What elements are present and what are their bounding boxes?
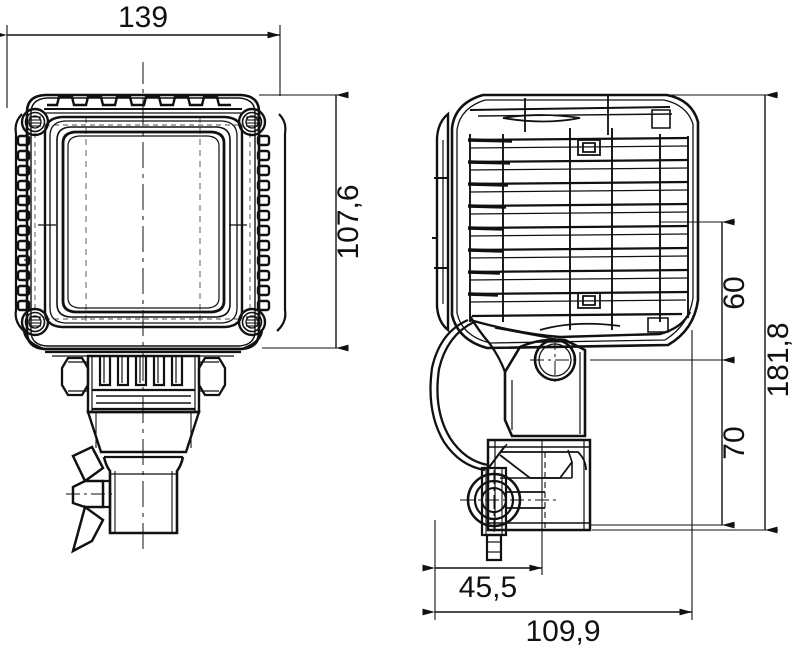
wingnut-side-centerline bbox=[460, 470, 560, 532]
corner-screw-top-left bbox=[20, 107, 50, 137]
wing-nut-front bbox=[71, 445, 112, 554]
corner-screws-front bbox=[20, 107, 267, 337]
side-view: 181,8 60 70 45,5 bbox=[422, 91, 795, 648]
center-ticks bbox=[24, 195, 247, 261]
bracket-ribs bbox=[98, 356, 184, 387]
swivel-bracket-side bbox=[503, 336, 587, 438]
dim-label-60: 60 bbox=[718, 276, 751, 309]
dim-label-181-8: 181,8 bbox=[762, 322, 795, 397]
lens-surface bbox=[61, 130, 226, 314]
dim-label-107-6: 107,6 bbox=[332, 184, 365, 259]
side-lower-skirt bbox=[469, 311, 692, 341]
dim-width-139: 139 bbox=[0, 1, 281, 108]
dim-height-181-8: 181,8 bbox=[592, 91, 795, 534]
dim-label-45-5: 45,5 bbox=[459, 571, 517, 604]
dim-height-107-6: 107,6 bbox=[259, 91, 365, 352]
power-cable-loop bbox=[429, 315, 508, 472]
pivot-centerline bbox=[530, 336, 580, 385]
corner-screw-bottom-left bbox=[20, 307, 50, 337]
side-vertical-rails bbox=[469, 128, 689, 330]
corner-screw-bottom-right bbox=[237, 307, 267, 337]
front-view: 139 107,6 bbox=[0, 1, 365, 554]
lens-bezel bbox=[43, 115, 244, 329]
side-top-cap bbox=[469, 96, 673, 135]
mounting-bracket-front bbox=[60, 354, 227, 535]
top-fin-castellation bbox=[44, 95, 242, 114]
lamp-housing-side bbox=[432, 93, 700, 350]
bracket-hex-nut-left bbox=[60, 356, 90, 397]
corner-screw-top-right bbox=[237, 107, 267, 137]
construction-lines bbox=[34, 117, 251, 327]
side-fin-bosses bbox=[577, 139, 601, 309]
dim-label-109-9: 109,9 bbox=[525, 615, 600, 648]
dim-label-139: 139 bbox=[118, 1, 168, 34]
dim-height-70: 70 bbox=[590, 356, 751, 529]
dim-height-60: 60 bbox=[590, 218, 751, 364]
housing-side-rails bbox=[14, 113, 287, 332]
dim-depth-45-5: 45,5 bbox=[422, 440, 543, 604]
dim-depth-109-9: 109,9 bbox=[422, 330, 693, 648]
wing-nut-side bbox=[460, 466, 560, 562]
dim-label-70: 70 bbox=[718, 426, 751, 459]
